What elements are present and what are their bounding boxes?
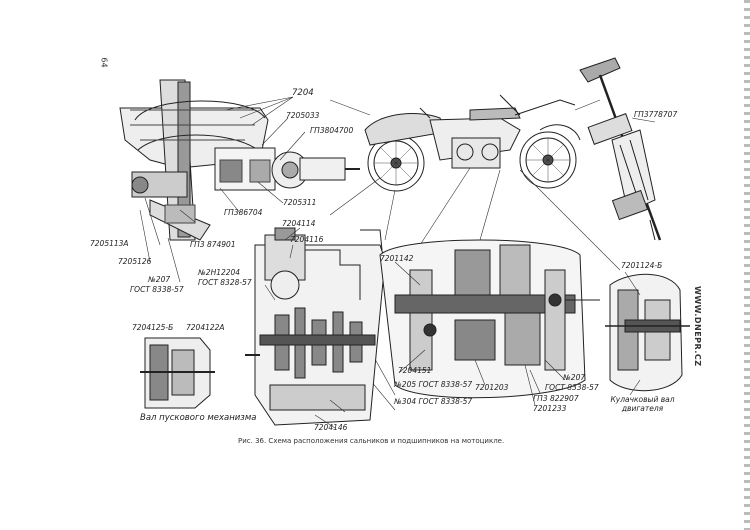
label-camshaft: Кулачковый вал двигателя: [610, 395, 675, 413]
steering-drawing: [579, 57, 662, 241]
figure-caption: Рис. 36. Схема расположения сальников и …: [238, 437, 505, 445]
label-7201124b: 7201124-Б: [621, 261, 663, 270]
label-gost-top: ГОСТ 8338-57: [130, 285, 184, 294]
starter-shaft-drawing: [140, 337, 215, 409]
label-n304: №304 ГОСТ 8338-57: [394, 397, 473, 406]
label-7204151: 7204151: [398, 366, 432, 375]
label-n207-bottom: №207: [563, 373, 586, 382]
label-7204125b: 7204125-Б: [132, 323, 174, 332]
camshaft-drawing: [605, 273, 690, 392]
label-7205311: 7205311: [283, 198, 317, 207]
label-7204114: 7204114: [282, 219, 316, 228]
label-gp3874901: ГП3 874901: [190, 240, 236, 249]
label-7205033: 7205033: [286, 111, 320, 120]
label-7204116: 7204116: [290, 235, 324, 244]
label-7204: 7204: [292, 88, 314, 98]
label-7205126: 7205126: [118, 257, 152, 266]
page-number: 64: [99, 57, 109, 68]
label-gost8328: ГОСТ 8328-57: [198, 278, 252, 287]
label-n2h12204: №2Н12204: [198, 268, 241, 277]
label-gp3804700: ГП3804700: [310, 126, 354, 135]
label-n205: №205 ГОСТ 8338-57: [394, 380, 473, 389]
gearbox-drawing: [245, 227, 386, 426]
crankshaft-drawing: [379, 239, 600, 399]
label-gost-bottom: ГОСТ 8338-57: [545, 383, 599, 392]
label-n207-top: №207: [148, 275, 171, 284]
label-gp386704: ГП386704: [224, 208, 263, 217]
label-gp3778707: ГП3778707: [634, 110, 678, 119]
label-7201203: 7201203: [475, 383, 509, 392]
label-starter-shaft: Вал пускового механизма: [140, 413, 257, 423]
label-7204122a: 7204122А: [186, 323, 225, 332]
watermark: WWW.DNEPR.CZ: [693, 286, 702, 367]
label-7205113a: 7205113А: [90, 239, 129, 248]
label-gp3822907: ГП3 822907: [533, 394, 579, 403]
motorcycle-drawing: [364, 94, 581, 192]
final-drive-drawing: [119, 79, 360, 241]
label-7204146: 7204146: [314, 423, 348, 432]
binding-edge: [744, 0, 750, 530]
label-7201142: 7201142: [380, 254, 414, 263]
label-7201233: 7201233: [533, 404, 567, 413]
